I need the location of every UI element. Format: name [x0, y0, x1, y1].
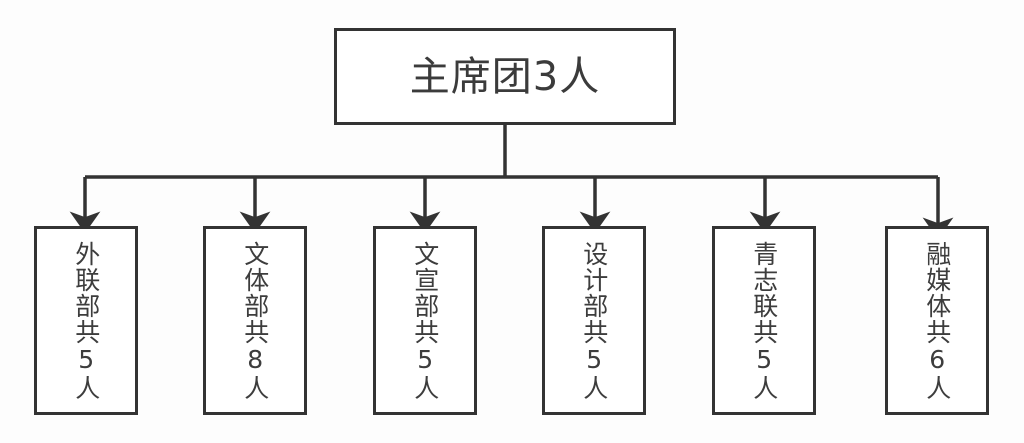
org-node-child-3-label: 设计部共5人	[579, 240, 609, 401]
org-node-child-5: 融媒体共6人	[885, 226, 989, 415]
org-node-child-5-label: 融媒体共6人	[922, 240, 952, 401]
org-node-child-2-label: 文宣部共5人	[410, 240, 440, 401]
org-node-child-0: 外联部共5人	[34, 226, 138, 415]
org-node-child-1-label: 文体部共8人	[240, 240, 270, 401]
org-node-child-2: 文宣部共5人	[373, 226, 477, 415]
org-node-child-3: 设计部共5人	[542, 226, 646, 415]
org-node-child-4-label: 青志联共5人	[749, 240, 779, 401]
org-node-child-1: 文体部共8人	[203, 226, 307, 415]
org-node-child-0-label: 外联部共5人	[71, 240, 101, 401]
org-node-root: 主席团3人	[334, 28, 676, 125]
org-node-child-4: 青志联共5人	[712, 226, 816, 415]
org-node-root-label: 主席团3人	[409, 53, 601, 100]
